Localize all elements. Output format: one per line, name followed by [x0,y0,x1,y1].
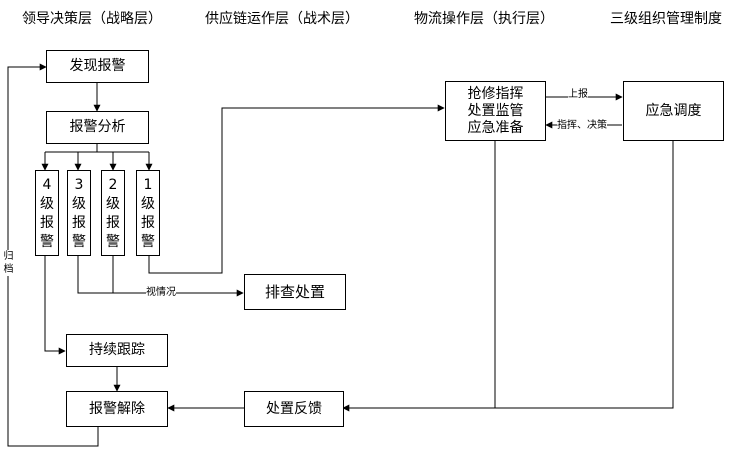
edge-emergency-to-feedback [342,141,674,412]
edge-archive-loop [7,63,99,447]
edge-level3-to-investigate [77,256,244,297]
header-management: 三级组织管理制度 [610,11,722,27]
header-logistics: 物流操作层（执行层） [414,11,554,27]
node-level2-alarm: 2 级 报 警 [101,170,125,256]
edge-analysis-branches [45,144,149,153]
node-disposal-feedback: 处置反馈 [244,391,344,427]
node-level4-alarm: 4 级 报 警 [35,170,59,256]
edge-level4-to-tracking [44,256,66,355]
node-repair-command: 抢修指挥 处置监管 应急准备 [445,81,546,141]
header-supply-chain: 供应链运作层（战术层） [205,11,359,27]
node-alarm-analysis: 报警分析 [46,111,149,144]
label-depends: 视情况 [146,287,176,298]
label-report-up: 上报 [568,89,588,100]
edge-level1-to-repair [148,104,445,274]
node-alarm-release: 报警解除 [66,391,168,427]
label-command-decide: 指挥、决策 [557,120,607,131]
node-discover-alarm: 发现报警 [46,50,149,83]
node-level1-alarm: 1 级 报 警 [136,170,160,256]
node-continuous-tracking: 持续跟踪 [66,334,168,367]
node-emergency-dispatch: 应急调度 [623,81,724,141]
node-level3-alarm: 3 级 报 警 [67,170,91,256]
label-archive: 归 档 [3,250,14,276]
header-leadership: 领导决策层（战略层） [22,11,162,27]
node-investigate: 排查处置 [244,274,346,310]
